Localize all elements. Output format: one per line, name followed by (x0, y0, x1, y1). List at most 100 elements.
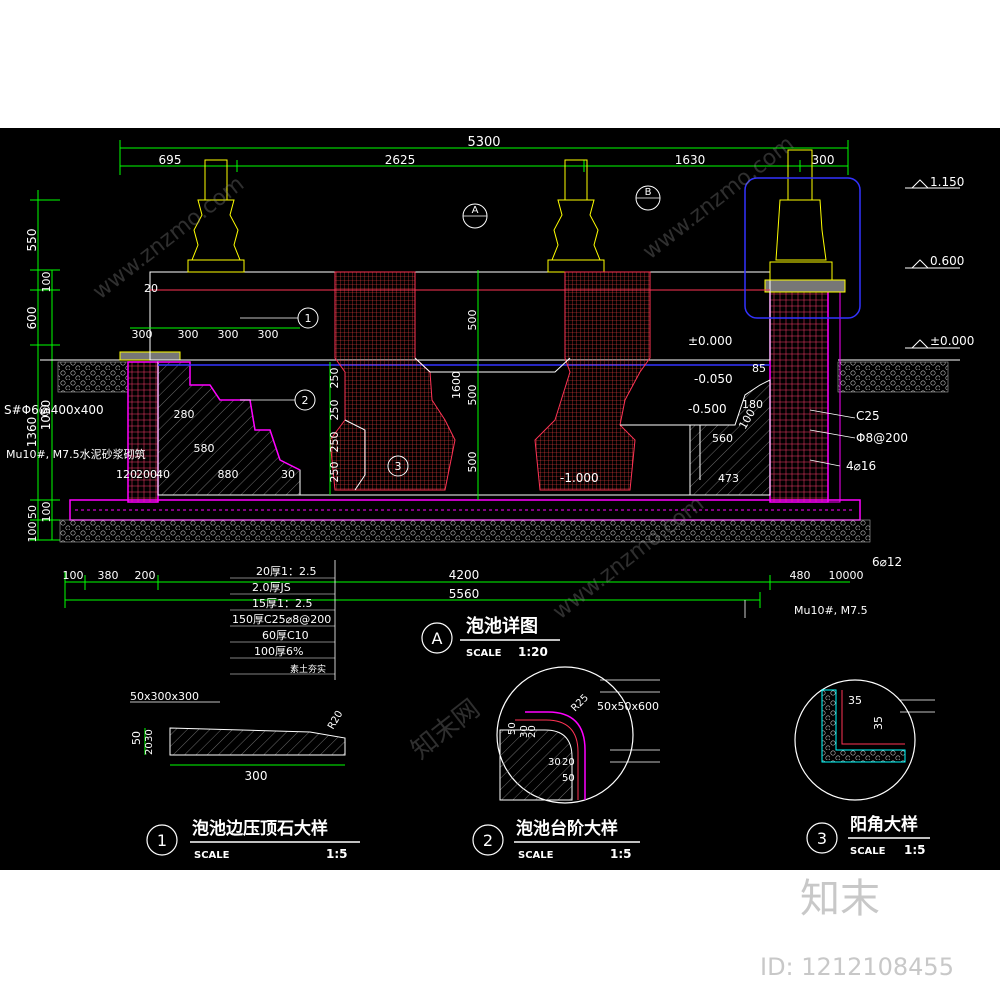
left-dim-200: 200 (136, 468, 157, 481)
dim-total: 5300 (467, 135, 500, 150)
layer-4: 150厚C25⌀8@200 (232, 613, 331, 626)
detail-2-dim-30: 30 (519, 725, 530, 738)
callout-1[interactable]: 1 (240, 307, 319, 329)
dim-left-100: 100 (40, 272, 53, 293)
right-4d16: 4⌀16 (846, 459, 876, 473)
step-30: 30 (281, 468, 295, 481)
bottom-dim-10000: 10000 (829, 569, 864, 582)
left-dim-40: 40 (156, 468, 170, 481)
detail-1-scale-label: SCALE (194, 850, 230, 861)
left-dim-120: 120 (116, 468, 137, 481)
dim-top-3: 1630 (675, 153, 706, 167)
detail-3-circle (794, 679, 916, 801)
bottom-dim-200: 200 (135, 569, 156, 582)
coping-right (764, 279, 846, 293)
elev-inner-2: -0.500 (688, 402, 727, 416)
center-dim-2: 1600 (450, 371, 463, 399)
step-h-3: 250 (328, 432, 341, 453)
dim-top-4: 300 (812, 153, 835, 167)
top-dimension (119, 140, 849, 175)
layer-3: 15厚1：2.5 (252, 597, 313, 610)
svg-text:A: A (472, 205, 479, 216)
pool-step-outline (344, 419, 701, 491)
detail-2-dim-20: 20 (527, 725, 538, 738)
detail-2-dim-50: 50 (507, 722, 518, 735)
callout-2[interactable]: 2 (240, 389, 316, 411)
elev-inner-1: -0.050 (694, 372, 733, 386)
detail-1-dim-300: 300 (245, 769, 268, 783)
page-title: 泡池详图 (466, 615, 538, 637)
right-dim-473: 473 (718, 472, 739, 485)
detail-1-stone (169, 727, 346, 756)
main-title: A 泡池详图 SCALE 1:20 (421, 615, 560, 659)
layer-1: 20厚1：2.5 (256, 565, 317, 578)
gravel-left (57, 361, 129, 393)
svg-text:1: 1 (305, 312, 312, 325)
back-wall (149, 271, 771, 361)
bottom-dimension (64, 572, 850, 608)
section-mark-b[interactable]: B (635, 185, 661, 211)
detail-1: 50x300x300 50 30 20 300 R20 1 泡池边压顶石大样 S… (130, 690, 360, 861)
right-c25: C25 (856, 409, 880, 423)
dim-left-550: 550 (25, 229, 39, 252)
pillar-left (187, 159, 245, 273)
step-280: 280 (174, 408, 195, 421)
step-top-3: 300 (218, 328, 239, 341)
step-h-4: 250 (328, 462, 341, 483)
bottom-dim-480: 480 (790, 569, 811, 582)
detail-1-title: 泡池边压顶石大样 (192, 818, 328, 839)
detail-1-dim-50: 50 (130, 731, 143, 745)
section-mark-a[interactable]: A (462, 203, 488, 229)
elev-1150: 1.150 (930, 175, 964, 189)
detail-1-dim-30: 30 (144, 729, 155, 742)
detail-2-step (499, 729, 573, 801)
bottom-dim-100: 100 (63, 569, 84, 582)
left-dim-20: 20 (144, 282, 158, 295)
bottom-dim-4200: 4200 (449, 568, 480, 582)
layer-list (230, 577, 335, 675)
step-top-2: 300 (178, 328, 199, 341)
detail-3-number: 3 (817, 829, 827, 848)
left-wall (127, 361, 159, 503)
bottom-white-band (0, 870, 1000, 1000)
top-white-band (0, 0, 1000, 128)
right-dim-560: 560 (712, 432, 733, 445)
step-580: 580 (194, 442, 215, 455)
bottom-dim-5560: 5560 (449, 587, 480, 601)
elev-inner-0: ±0.000 (688, 334, 732, 348)
step-h-2: 250 (328, 400, 341, 421)
detail-2-dim-30b: 30 (548, 757, 561, 768)
callout-3[interactable]: 3 (387, 455, 409, 477)
detail-2-number: 2 (483, 831, 493, 850)
right-steps-fill (689, 379, 771, 496)
step-880: 880 (218, 468, 239, 481)
svg-text:3: 3 (395, 460, 402, 473)
step-top-4: 300 (258, 328, 279, 341)
dim-top-1: 695 (159, 153, 182, 167)
dim-left-600: 600 (25, 307, 39, 330)
dim-left-50: 50 (26, 505, 39, 519)
right-dim-85: 85 (752, 362, 766, 375)
jet-right (534, 271, 651, 491)
elev-0000-right: ±0.000 (930, 334, 974, 348)
right-phi8: Φ8@200 (856, 431, 908, 445)
dim-left-100c: 100 (26, 522, 39, 543)
svg-text:2: 2 (302, 394, 309, 407)
elevation-marks (905, 179, 960, 349)
watermark-id: ID: 1212108455 (760, 953, 954, 981)
gravel-right (837, 361, 949, 393)
detail-1-dim-20: 20 (144, 742, 155, 755)
detail-1-scale: 1:5 (326, 847, 348, 861)
main-section: 5300 695 2625 1630 300 550 100 600 1050 … (4, 135, 974, 680)
detail-2-spec: 50x50x600 (597, 700, 659, 713)
right-wall (769, 289, 829, 503)
pool-outline (414, 357, 571, 373)
svg-text:B: B (645, 187, 652, 198)
detail-2-circle (496, 666, 634, 804)
right-dim-180: 180 (742, 398, 763, 411)
mu-right: Mu10#, M7.5 (794, 604, 868, 617)
left-spec-2: Mu10#, M7.5水泥砂浆砌筑 (6, 447, 146, 461)
detail-2-scale-label: SCALE (518, 850, 554, 861)
detail-2-dim-50b: 50 (562, 773, 575, 784)
